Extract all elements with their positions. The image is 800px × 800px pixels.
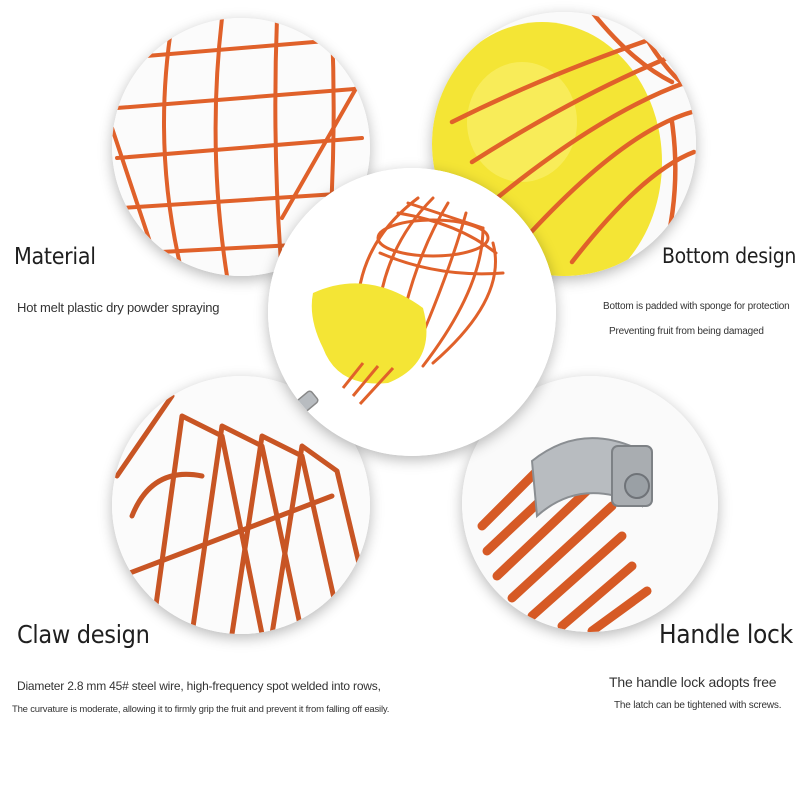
fruit-picker-basket-image <box>268 168 556 456</box>
bottom-design-description-line2: Preventing fruit from being damaged <box>609 326 764 337</box>
material-title: Material <box>14 244 96 270</box>
material-description: Hot melt plastic dry powder spraying <box>17 300 220 315</box>
handle-lock-title: Handle lock <box>659 620 793 650</box>
bottom-design-description-line1: Bottom is padded with sponge for protect… <box>603 301 790 312</box>
claw-design-title: Claw design <box>17 620 150 649</box>
handle-lock-description-line2: The latch can be tightened with screws. <box>614 700 782 711</box>
handle-lock-description-line1: The handle lock adopts free <box>609 674 777 690</box>
material-closeup-image <box>112 18 370 276</box>
claw-design-description-line2: The curvature is moderate, allowing it t… <box>12 704 390 715</box>
claw-design-description-line1: Diameter 2.8 mm 45# steel wire, high-fre… <box>17 679 381 693</box>
bottom-design-title: Bottom design <box>662 244 797 268</box>
